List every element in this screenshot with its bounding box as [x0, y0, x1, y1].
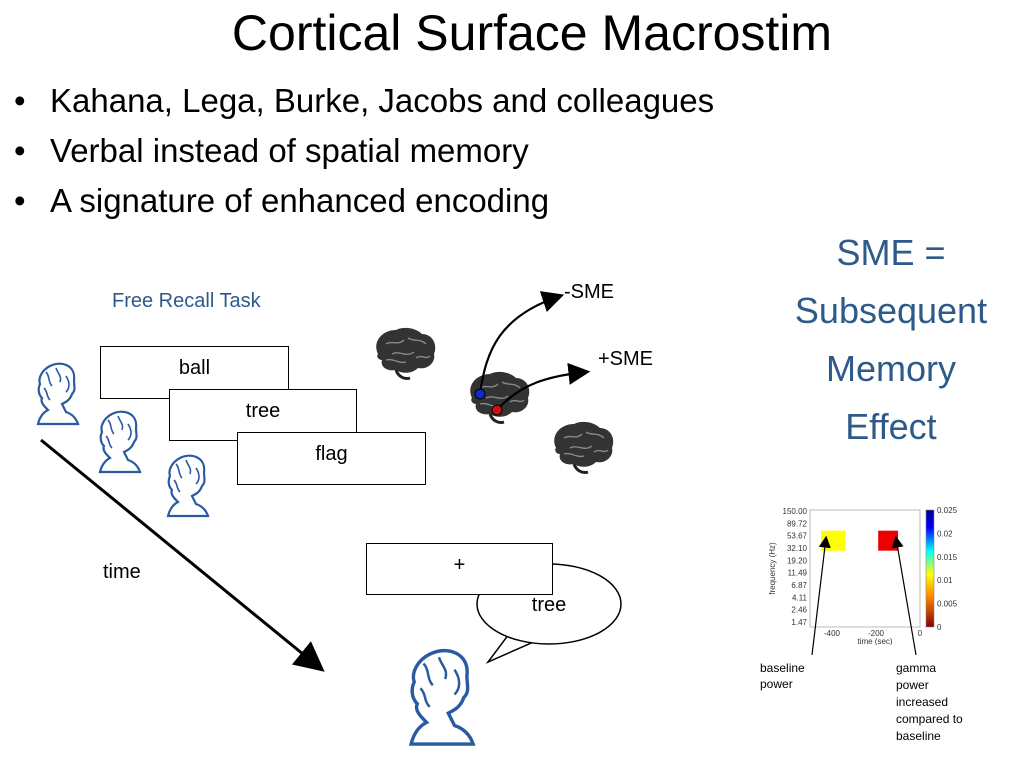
sme-definition-line: Effect	[845, 406, 937, 447]
bullet-item: • A signature of enhanced encoding	[12, 176, 714, 226]
minus-sme-arrow	[478, 291, 565, 395]
time-label: time	[103, 561, 141, 583]
y-tick-label: 53.67	[787, 532, 808, 541]
annotation-line: power	[760, 677, 793, 691]
colorbar	[925, 509, 935, 628]
colorbar-tick-label: 0.005	[937, 600, 958, 609]
x-tick-label: -400	[824, 629, 841, 638]
word-card-flag: flag	[237, 432, 426, 485]
colorbar-tick-label: 0	[937, 623, 942, 632]
task-label: Free Recall Task	[112, 290, 261, 312]
annotation-line: baseline	[896, 729, 941, 743]
slide-title: Cortical Surface Macrostim	[231, 5, 833, 61]
x-tick-label: -200	[868, 629, 885, 638]
y-tick-label: 150.00	[783, 507, 808, 516]
plus-sme-arrow	[496, 362, 591, 411]
bullet-item: • Kahana, Lega, Burke, Jacobs and colleag…	[12, 76, 714, 126]
annotation-line: baseline	[760, 661, 805, 675]
bullet-item: • Verbal instead of spatial memory	[12, 126, 714, 176]
y-tick-label: 4.11	[792, 593, 808, 602]
heatmap-chart: 150.00 89.72 53.67 32.10 19.20 11.49 6.87 4.11 2…	[768, 506, 958, 645]
sme-definition-line: SME =	[836, 232, 946, 273]
bullet-list: • Kahana, Lega, Burke, Jacobs and colleag…	[12, 76, 714, 226]
colorbar-tick-label: 0.02	[937, 529, 953, 538]
y-tick-label: 11.49	[788, 569, 808, 578]
colorbar-tick-label: 0.025	[937, 506, 958, 515]
bullet-text: Kahana, Lega, Burke, Jacobs and colleagu…	[50, 82, 715, 119]
x-axis-label: time (sec)	[857, 637, 892, 645]
bullet-dot: •	[14, 132, 26, 169]
sme-definition-line: Memory	[825, 348, 956, 389]
y-tick-label: 1.47	[791, 618, 807, 627]
y-tick-label: 2.46	[791, 606, 807, 615]
annotation-line: power	[896, 678, 929, 692]
time-arrow	[40, 438, 325, 672]
bullet-dot: •	[14, 182, 26, 219]
gamma-arrow	[891, 535, 917, 656]
plot-area	[809, 509, 921, 628]
electrode-minus-dot	[474, 388, 486, 400]
sme-definition-line: Subsequent	[794, 290, 988, 331]
y-tick-label: 6.87	[791, 581, 807, 590]
annotation-line: increased	[896, 695, 949, 709]
y-axis-label: frequency (Hz)	[768, 542, 777, 595]
recall-word: tree	[532, 594, 566, 616]
sme-definition: SME = Subsequent Memory Effect	[780, 224, 1002, 456]
gamma-annotation: gamma power increased compared to baseli…	[896, 660, 986, 745]
y-tick-label: 32.10	[787, 544, 808, 553]
minus-sme-label: -SME	[564, 281, 614, 303]
annotation-line: gamma	[896, 661, 937, 675]
bullet-dot: •	[14, 82, 26, 119]
baseline-annotation: baseline power	[760, 660, 830, 692]
baseline-arrow	[811, 535, 831, 656]
y-tick-label: 89.72	[787, 519, 808, 528]
bullet-text: A signature of enhanced encoding	[50, 182, 550, 219]
y-tick-label: 19.20	[787, 556, 808, 565]
colorbar-tick-label: 0.015	[937, 553, 958, 562]
bullet-text: Verbal instead of spatial memory	[50, 132, 529, 169]
colorbar-tick-label: 0.01	[937, 576, 953, 585]
electrode-plus-dot	[491, 404, 503, 416]
plus-sme-label: +SME	[598, 348, 654, 370]
annotation-line: compared to	[896, 712, 963, 726]
fixation-card: +	[366, 543, 553, 595]
x-tick-label: 0	[918, 629, 923, 638]
